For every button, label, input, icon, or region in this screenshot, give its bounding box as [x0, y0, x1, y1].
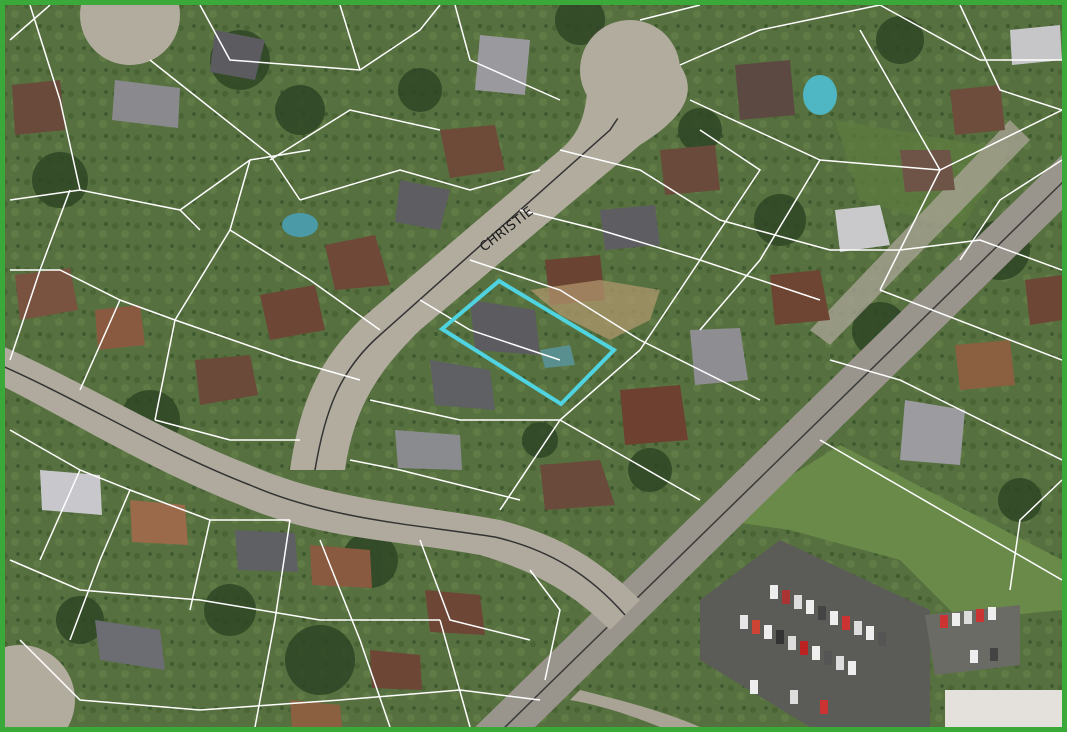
parked-cars	[740, 585, 998, 714]
side-path	[810, 120, 1030, 345]
christie-street	[290, 44, 688, 470]
christie-centerline	[314, 84, 641, 471]
parcel-lines	[9, 5, 1062, 727]
cross-street-centerline	[5, 366, 626, 616]
pool-3	[540, 345, 575, 368]
cul-de-sac-top-left	[80, 5, 180, 65]
field	[720, 445, 1062, 620]
main-road-centerline	[504, 181, 1062, 727]
parking-lot-2	[925, 605, 1020, 675]
commercial-building	[945, 690, 1062, 727]
highlighted-parcel[interactable]	[438, 278, 618, 407]
bottom-drive	[570, 690, 700, 727]
pool-2	[282, 213, 318, 237]
dirt-area	[530, 280, 660, 340]
cul-de-sac-bottom-left	[5, 645, 75, 727]
pool	[803, 75, 837, 115]
cul-de-sac	[580, 20, 680, 120]
aerial-map[interactable]: CHRISTIE	[5, 5, 1062, 727]
